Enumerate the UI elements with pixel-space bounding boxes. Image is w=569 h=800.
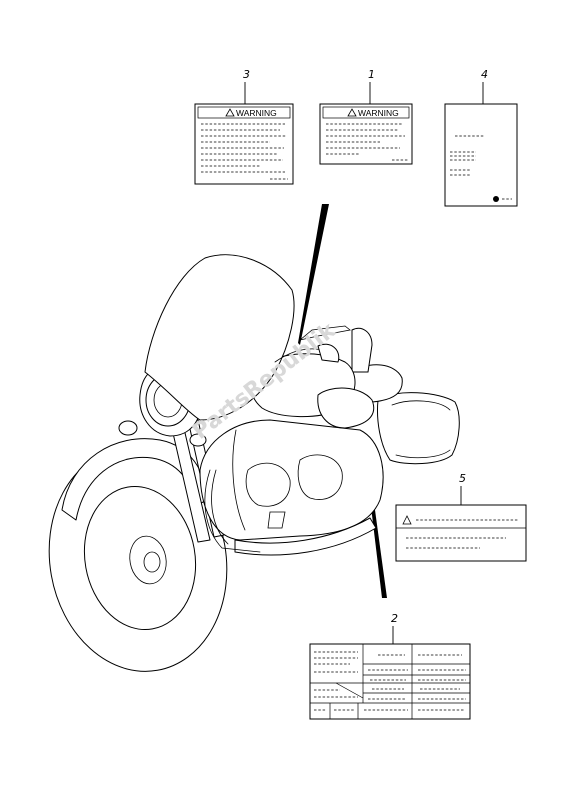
front-seat <box>317 387 375 429</box>
pointer-wedge-upper <box>298 204 329 345</box>
front-rim <box>83 485 197 631</box>
backrest <box>351 327 373 373</box>
label-2-group[interactable]: 2 <box>309 612 471 720</box>
engine <box>199 419 384 541</box>
warning-text-lines-3 <box>201 123 288 180</box>
warning-triangle-icon <box>225 108 235 117</box>
info-table-label-2 <box>309 643 471 720</box>
label-4-group[interactable]: 4 <box>444 68 518 207</box>
callout-number-2: 2 <box>391 612 398 625</box>
warning-title-1: WARNING <box>358 108 399 118</box>
label-3-group[interactable]: 3 WARNING <box>194 68 294 185</box>
windshield <box>144 254 295 421</box>
exhaust <box>234 517 377 556</box>
warning-header-1 <box>322 106 410 119</box>
right-turn-signal <box>189 433 207 447</box>
callout-number-4: 4 <box>481 68 488 81</box>
owners-manual <box>444 103 518 207</box>
caution-text-lines <box>406 519 518 549</box>
warning-text-lines-1 <box>326 123 408 161</box>
pointer-wedge-lower <box>369 488 387 598</box>
label-1-group[interactable]: 1 WARNING <box>319 68 413 165</box>
manual-text-lines <box>450 135 485 176</box>
warning-triangle-icon <box>347 108 357 117</box>
saddlebag <box>377 392 460 465</box>
manual-logo-icon <box>493 196 499 202</box>
info-table-text-lines <box>314 651 466 711</box>
motorcycle-illustration <box>48 254 460 672</box>
callout-number-1: 1 <box>368 68 375 81</box>
caution-label-5 <box>395 504 527 562</box>
callout-number-5: 5 <box>459 472 466 485</box>
callout-number-3: 3 <box>243 68 250 81</box>
left-turn-signal <box>118 420 138 436</box>
warning-title-3: WARNING <box>236 108 277 118</box>
caution-triangle-icon <box>402 515 412 525</box>
info-table-grid <box>310 644 470 719</box>
warning-header-3 <box>197 106 291 119</box>
label-5-group[interactable]: 5 <box>395 472 527 562</box>
